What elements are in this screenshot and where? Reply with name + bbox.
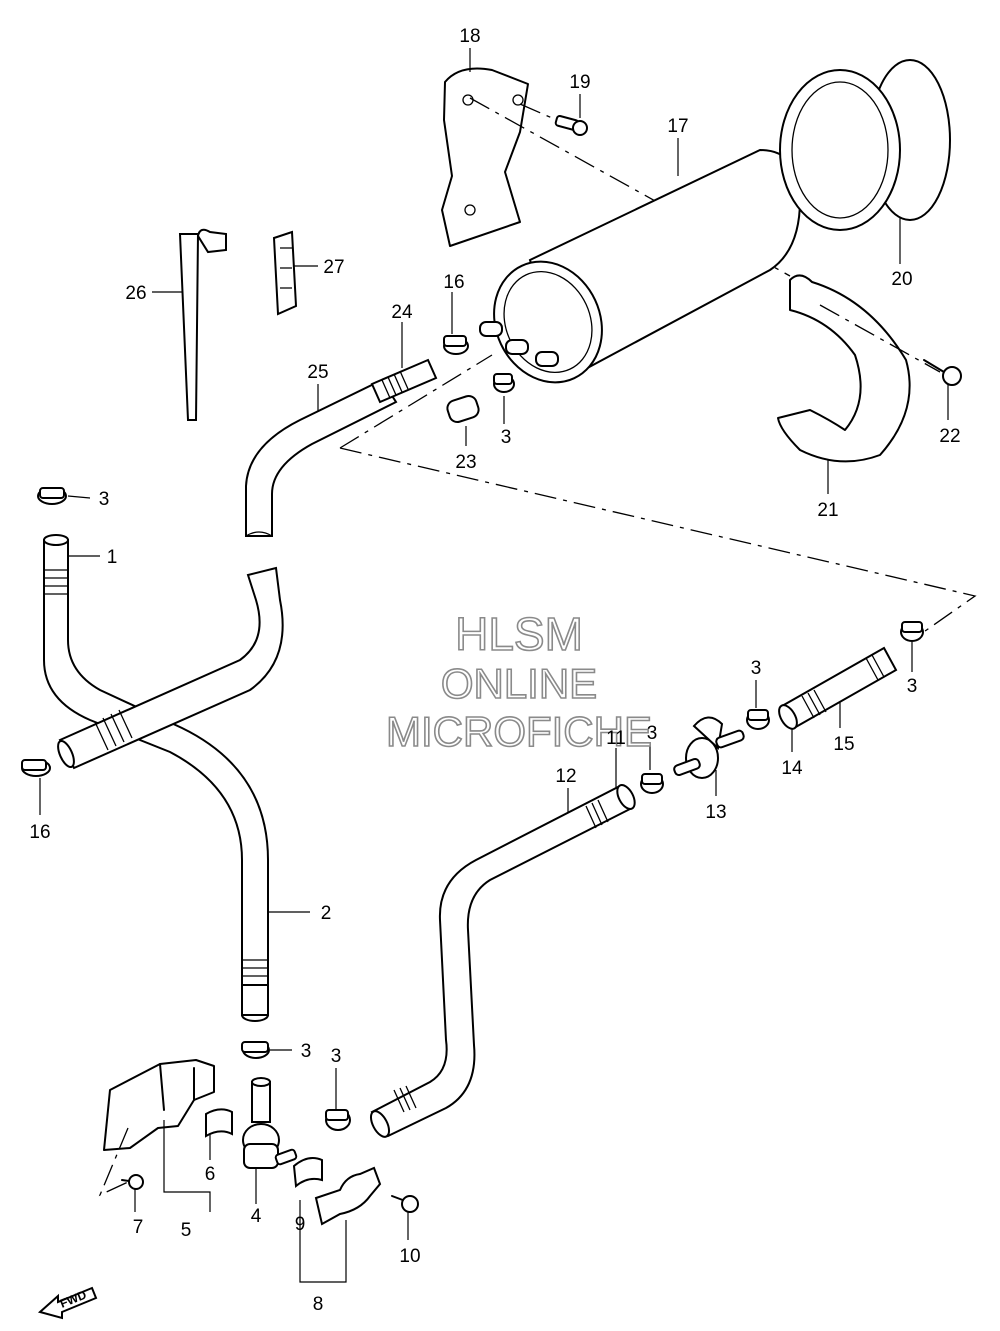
callout-3: 3 (907, 676, 918, 697)
callout-16: 16 (29, 822, 50, 843)
callout-3: 3 (751, 658, 762, 679)
band-20 (779, 59, 951, 231)
callout-7: 7 (133, 1217, 144, 1238)
hose-24 (370, 358, 438, 404)
callout-16: 16 (443, 272, 464, 293)
callout-19: 19 (569, 72, 590, 93)
watermark: HLSM ONLINE MICROFICHE (385, 607, 653, 756)
clamp-9 (292, 1157, 323, 1188)
clamp-3-bottom (241, 1041, 270, 1059)
screw-22 (923, 359, 962, 386)
clamp-3-far-right (900, 621, 924, 642)
callout-14: 14 (781, 758, 803, 779)
callout-5: 5 (181, 1220, 192, 1241)
hose-12 (369, 784, 636, 1138)
callout-8: 8 (313, 1294, 324, 1315)
clip-6 (205, 1108, 233, 1138)
callout-23: 23 (455, 452, 476, 473)
callout-15: 15 (833, 734, 854, 755)
callout-3: 3 (501, 427, 512, 448)
hose-2 (57, 566, 284, 1022)
callout-22: 22 (939, 426, 960, 447)
clamp-3-right-mid (640, 773, 664, 794)
bracket-18 (441, 67, 529, 247)
hose-15 (778, 646, 898, 730)
callout-26: 26 (125, 283, 146, 304)
callout-13: 13 (705, 802, 726, 823)
watermark-line-1: HLSM (455, 608, 583, 660)
bracket-8 (314, 1166, 382, 1226)
callout-3: 3 (647, 723, 658, 744)
clamp-3-canister (493, 373, 515, 393)
callout-25: 25 (307, 362, 328, 383)
callout-2: 2 (321, 903, 332, 924)
callout-1: 1 (107, 547, 118, 568)
clamp-3-top-left (37, 487, 67, 505)
fuel-filter-4 (242, 1077, 298, 1169)
callout-18: 18 (459, 26, 480, 47)
callout-27: 27 (323, 257, 344, 278)
watermark-line-3: MICROFICHE (386, 708, 652, 755)
callout-9: 9 (295, 1214, 306, 1235)
callout-3: 3 (331, 1046, 342, 1067)
callout-6: 6 (205, 1164, 216, 1185)
callout-3: 3 (301, 1041, 312, 1062)
callout-11: 11 (606, 728, 626, 749)
clamp-3-lower-mid (325, 1109, 351, 1131)
callout-20: 20 (891, 269, 912, 290)
clamp-16-top (443, 335, 469, 355)
pipe-23 (446, 394, 480, 424)
callout-12: 12 (555, 766, 576, 787)
callout-24: 24 (391, 302, 413, 323)
screw-10 (391, 1195, 419, 1213)
callout-10: 10 (399, 1246, 420, 1267)
bracket-21 (777, 274, 911, 463)
callout-4: 4 (251, 1206, 262, 1227)
callout-21: 21 (817, 500, 838, 521)
callout-numbers: 1 2 3 3 3 3 3 3 3 4 5 6 7 8 9 10 11 12 1… (29, 26, 960, 1315)
valve-13 (673, 716, 745, 779)
watermark-line-2: ONLINE (441, 660, 597, 707)
callout-3: 3 (99, 489, 110, 510)
bolt-19 (554, 114, 588, 136)
callout-17: 17 (667, 116, 688, 137)
clamp-16-left (21, 759, 51, 777)
bracket-5 (103, 1059, 215, 1151)
clamp-3-right (746, 709, 770, 730)
clip-27 (272, 230, 298, 316)
clip-26 (178, 228, 227, 421)
bolt-7 (121, 1174, 144, 1190)
canister-17 (479, 148, 802, 384)
